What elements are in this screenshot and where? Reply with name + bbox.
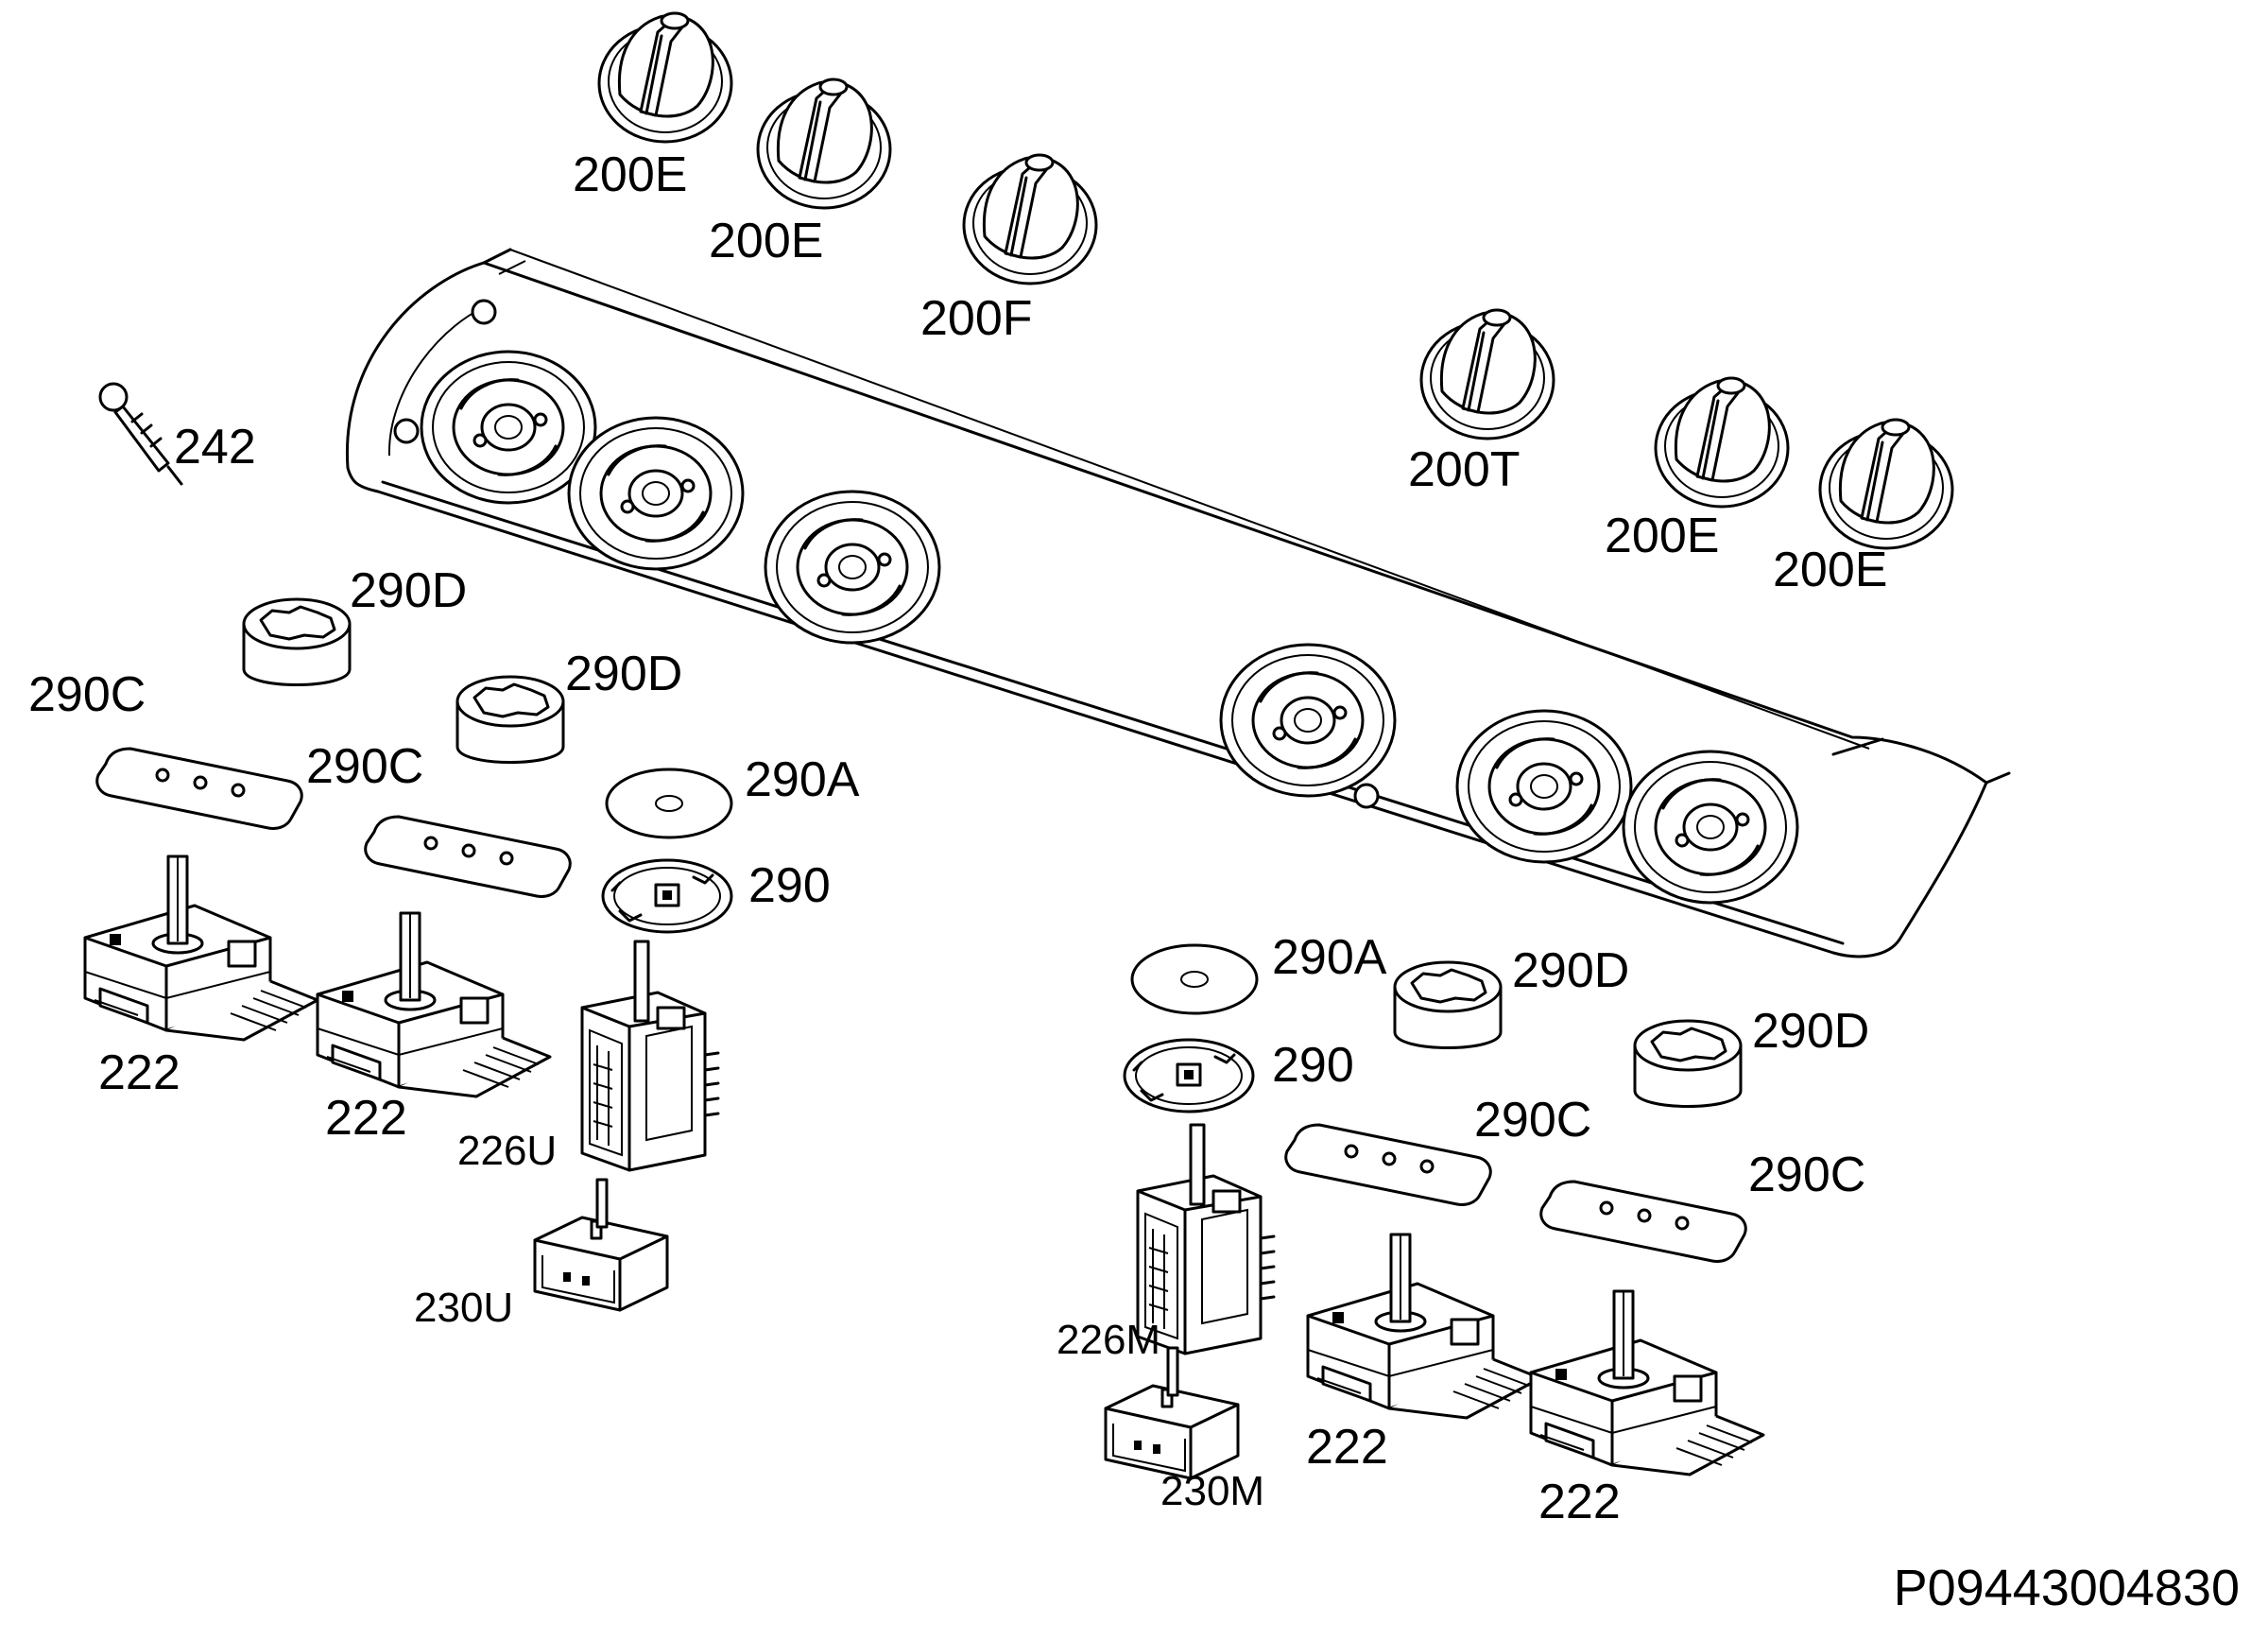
- label-222-right-2: 222: [1538, 1475, 1621, 1529]
- disc-290a-left: [605, 768, 733, 839]
- bezel-2: [567, 416, 745, 571]
- label-290c-right-1: 290C: [1474, 1093, 1591, 1148]
- label-290a-right: 290A: [1272, 930, 1387, 985]
- label-290d-right-1: 290D: [1512, 943, 1629, 998]
- label-290a-left: 290A: [745, 752, 860, 807]
- disc-290a-right: [1130, 943, 1259, 1015]
- label-200e-4: 200E: [1773, 543, 1887, 597]
- switch-222-right-2: [1529, 1289, 1765, 1476]
- label-290c-right-2: 290C: [1748, 1148, 1865, 1202]
- probe-242: [98, 382, 183, 486]
- label-230u: 230U: [414, 1285, 513, 1331]
- label-290-left: 290: [748, 858, 831, 913]
- label-222-left-1: 222: [98, 1045, 180, 1100]
- bezel-6: [1622, 750, 1799, 905]
- control-panel: [345, 248, 2011, 958]
- label-290d-left-1: 290D: [350, 563, 467, 618]
- plate-290c-left-1: [95, 747, 303, 831]
- label-200t: 200T: [1408, 442, 1521, 497]
- knob-200e-2: [756, 78, 892, 210]
- collar-290d-right-2: [1633, 1019, 1743, 1108]
- bezel-3: [764, 490, 941, 645]
- plate-290c-right-2: [1539, 1180, 1747, 1264]
- collar-290d-right-1: [1393, 960, 1503, 1049]
- plate-290c-left-2: [364, 815, 572, 899]
- label-226u: 226U: [457, 1128, 557, 1174]
- switch-222-left-1: [83, 855, 319, 1042]
- label-222-right-1: 222: [1306, 1420, 1388, 1475]
- selector-226u: [580, 940, 720, 1172]
- label-290-right: 290: [1272, 1038, 1354, 1093]
- collar-290d-left-2: [455, 675, 565, 764]
- label-230m: 230M: [1160, 1468, 1264, 1514]
- bezel-4: [1219, 643, 1397, 798]
- collar-290d-left-1: [242, 597, 352, 686]
- knob-200f: [962, 153, 1098, 285]
- label-290c-left-1: 290C: [28, 667, 146, 722]
- document-id: P09443004830: [1894, 1560, 2240, 1616]
- label-290d-left-2: 290D: [565, 647, 682, 701]
- knob-200t: [1419, 308, 1555, 440]
- switch-222-right-1: [1306, 1233, 1542, 1420]
- label-222-left-2: 222: [325, 1091, 407, 1146]
- knob-200e-4: [1818, 418, 1954, 550]
- cam-290-left: [601, 858, 733, 934]
- label-200e-3: 200E: [1605, 509, 1719, 563]
- bezel-5: [1455, 709, 1633, 864]
- label-200e-2: 200E: [709, 214, 823, 268]
- switch-230u: [533, 1178, 669, 1312]
- label-200e-1: 200E: [573, 147, 687, 202]
- switch-222-left-2: [316, 911, 552, 1098]
- knob-200e-1: [597, 11, 733, 144]
- label-200f: 200F: [920, 291, 1033, 346]
- switch-230m: [1104, 1346, 1240, 1480]
- label-226m: 226M: [1057, 1317, 1160, 1363]
- label-242: 242: [174, 420, 256, 475]
- plate-290c-right-1: [1284, 1123, 1492, 1207]
- label-290c-left-2: 290C: [306, 739, 423, 794]
- knob-200e-3: [1654, 376, 1790, 509]
- cam-290-right: [1123, 1038, 1255, 1113]
- label-290d-right-2: 290D: [1752, 1004, 1869, 1059]
